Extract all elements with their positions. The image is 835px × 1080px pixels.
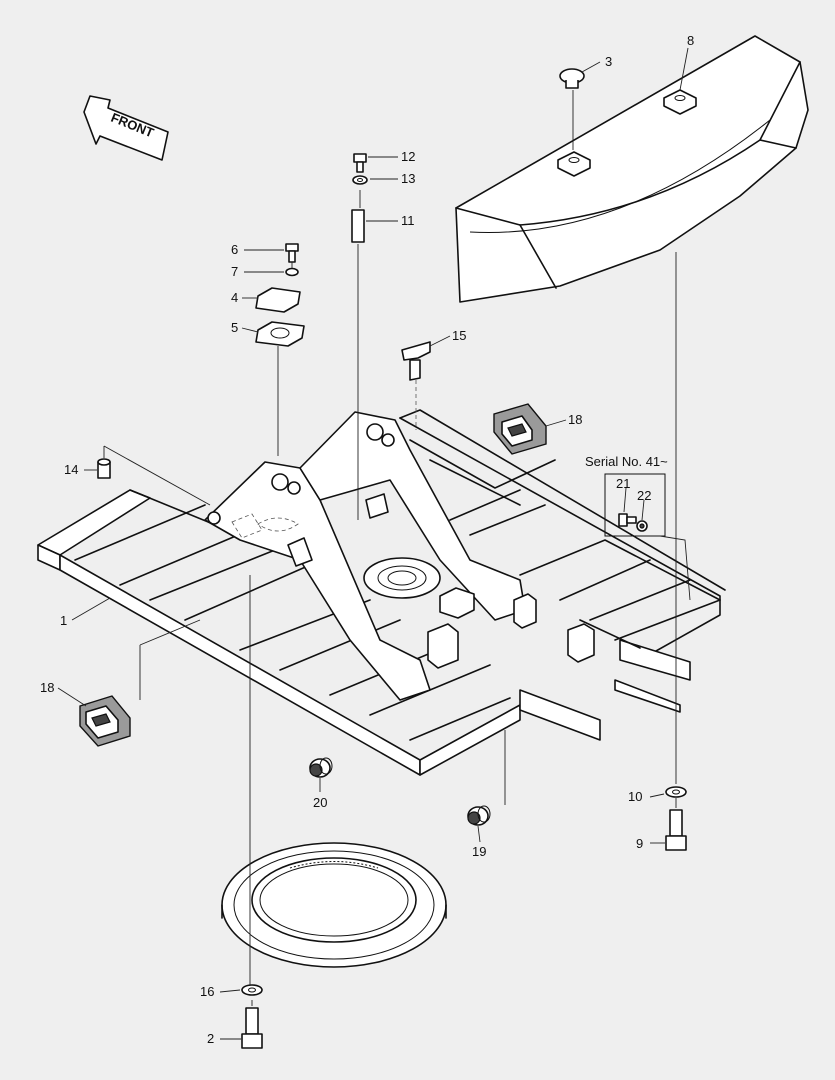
callout-5: 5 xyxy=(231,320,238,335)
cushion-19 xyxy=(467,805,491,826)
callout-11: 11 xyxy=(401,213,415,228)
bolt-2 xyxy=(241,1007,263,1049)
bolt-6 xyxy=(285,243,299,263)
frame-bracket-top xyxy=(439,587,475,619)
gasket-5 xyxy=(255,321,305,347)
callout-15: 15 xyxy=(452,328,466,343)
callout-12: 12 xyxy=(401,149,415,164)
callout-20: 20 xyxy=(313,795,327,810)
frame-post-right xyxy=(567,623,595,663)
callout-9: 9 xyxy=(636,836,643,851)
callout-4: 4 xyxy=(231,290,238,305)
counterweight xyxy=(455,35,809,303)
callout-19: 19 xyxy=(472,844,486,859)
cushion-20 xyxy=(309,757,333,778)
swing-bearing xyxy=(221,842,447,968)
boom-bracket xyxy=(204,411,526,701)
callout-1: 1 xyxy=(60,613,67,628)
callout-8: 8 xyxy=(687,33,694,48)
swing-mount-ring xyxy=(363,557,441,599)
callout-18-left: 18 xyxy=(40,680,54,695)
serial-box xyxy=(604,473,666,537)
spacer-11 xyxy=(351,209,365,243)
leader-lines xyxy=(57,47,689,1040)
callout-7: 7 xyxy=(231,264,238,279)
bolt-21 xyxy=(618,513,637,527)
washer-22 xyxy=(636,520,648,532)
front-direction-arrow: FRONT xyxy=(83,95,169,161)
serial-note: Serial No. 41~ xyxy=(585,454,668,469)
callout-18-right: 18 xyxy=(568,412,582,427)
washer-16 xyxy=(241,984,263,996)
handle-15 xyxy=(401,341,431,381)
upper-frame xyxy=(37,409,726,776)
callout-3: 3 xyxy=(605,54,612,69)
rubber-mount-18-left xyxy=(79,695,131,747)
callout-6: 6 xyxy=(231,242,238,257)
frame-post-left xyxy=(427,623,459,669)
callout-16: 16 xyxy=(200,984,214,999)
counterweight-nut-left xyxy=(557,151,591,177)
callout-22: 22 xyxy=(637,488,651,503)
bolt-12 xyxy=(353,153,367,173)
callout-14: 14 xyxy=(64,462,78,477)
cover-plate-4 xyxy=(255,287,301,313)
washer-13 xyxy=(352,175,368,185)
callout-21: 21 xyxy=(616,476,630,491)
rubber-mount-18-right xyxy=(493,403,547,455)
pin-14 xyxy=(97,458,111,479)
washer-10 xyxy=(665,786,687,798)
bolt-9 xyxy=(665,809,687,851)
callout-2: 2 xyxy=(207,1031,214,1046)
callout-10: 10 xyxy=(628,789,642,804)
frame-post-center xyxy=(513,593,537,629)
washer-7 xyxy=(285,267,299,277)
assembly-lines xyxy=(103,90,691,1006)
lifting-cap xyxy=(559,68,585,89)
callout-13: 13 xyxy=(401,171,415,186)
